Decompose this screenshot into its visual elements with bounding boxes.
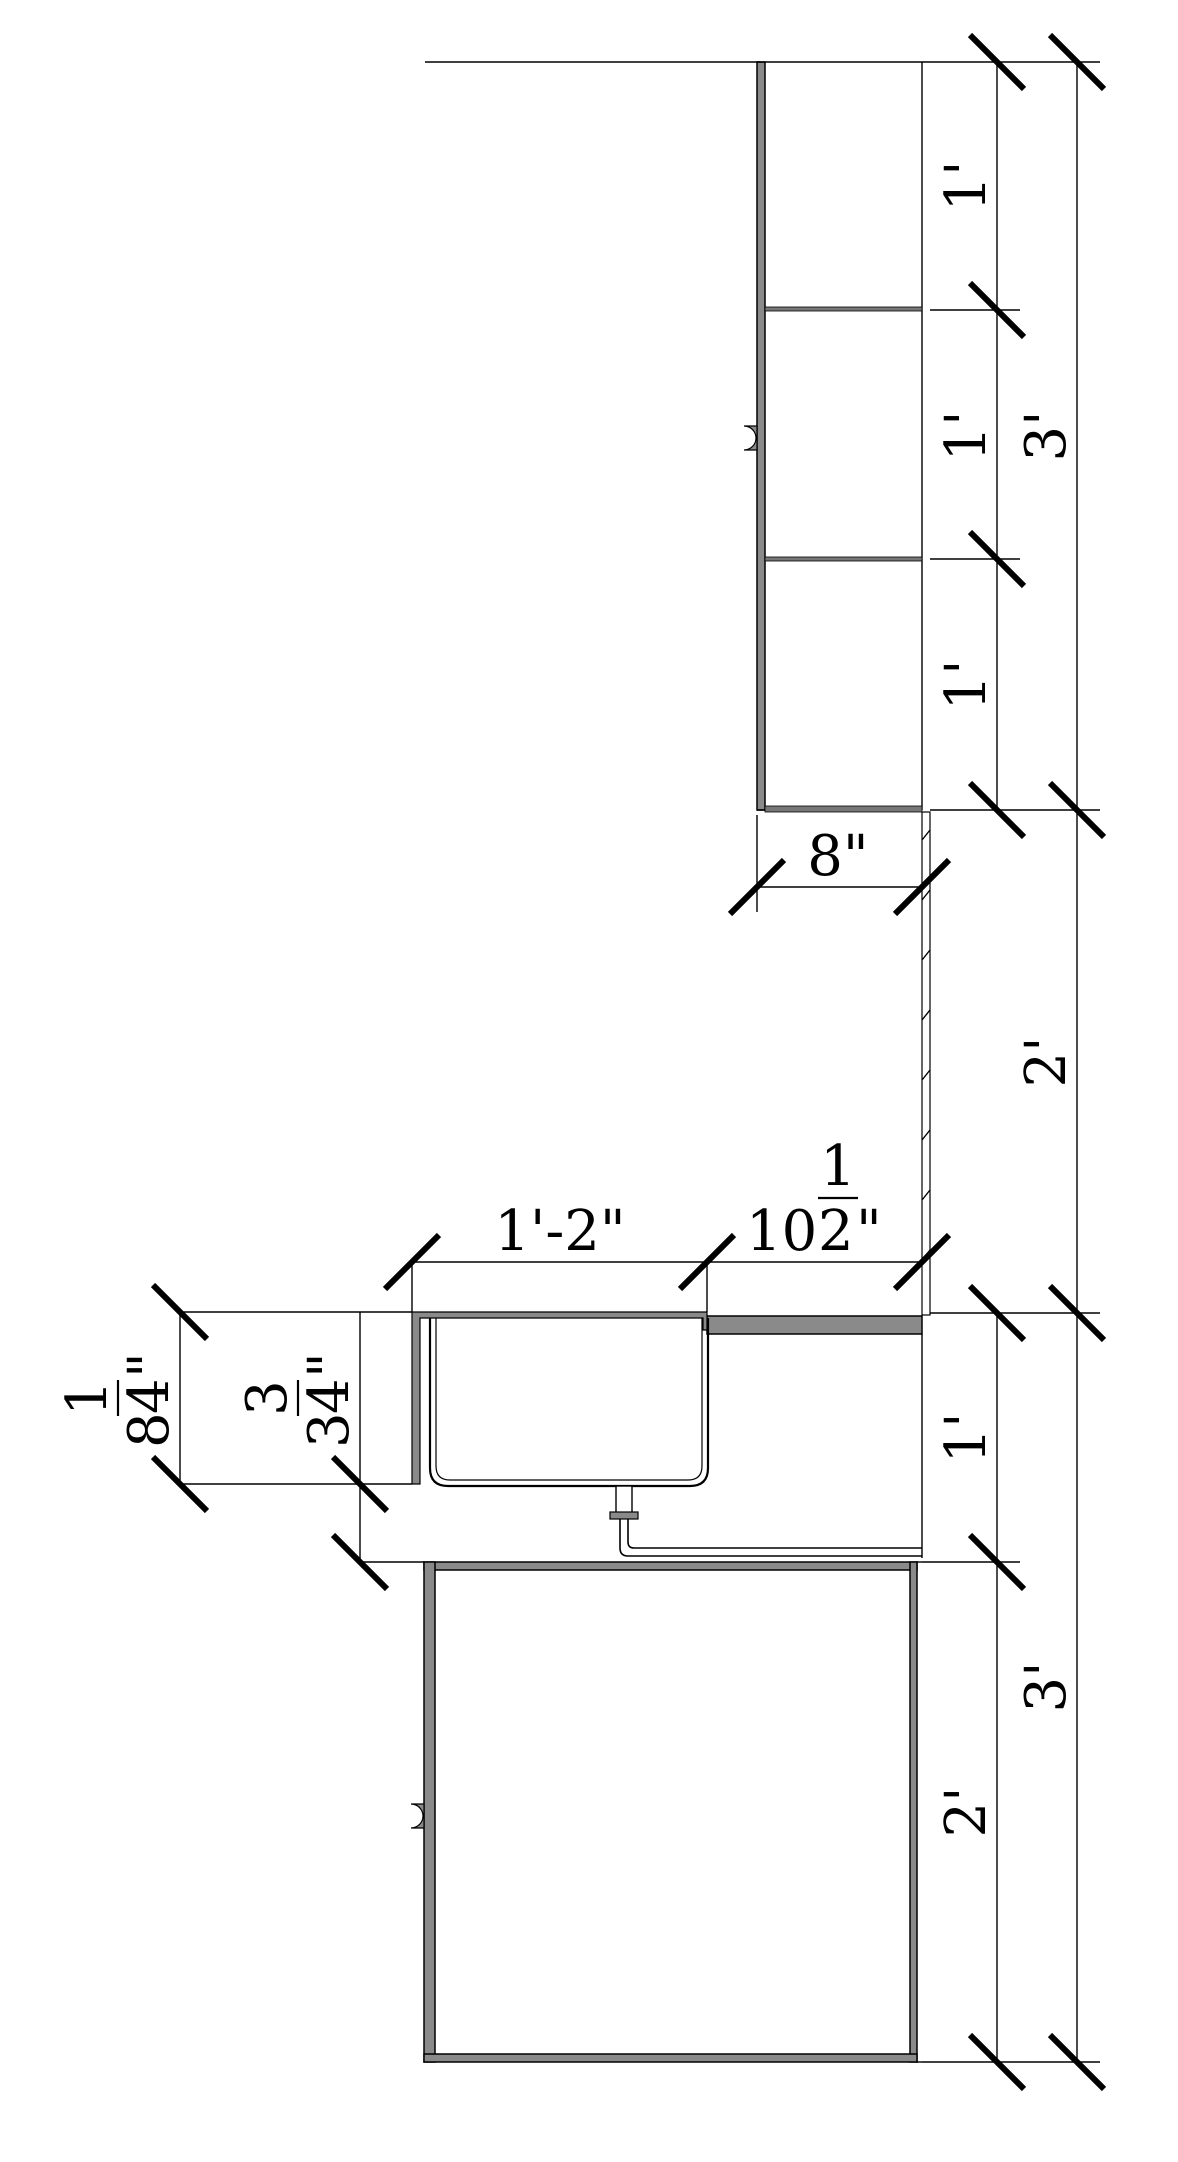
countertop-and-sink — [411, 1311, 923, 1558]
label-upper-shelf-bottom: 1' — [934, 659, 999, 710]
right-dimension-chains: 1' 1' 1' 3' 2' 1' 2' 3' — [922, 32, 1107, 2092]
drain-pipe-inner — [627, 1519, 922, 1549]
countertop-slab — [706, 1315, 923, 1335]
label-upper-shelf-middle: 1' — [934, 410, 999, 461]
label-base-total: 3' — [1014, 1661, 1079, 1712]
label-upper-depth: 8" — [807, 824, 868, 889]
base-cabinet-knob-icon — [410, 1803, 425, 1829]
upper-cabinet — [425, 61, 923, 813]
sink-basin-outer — [428, 1318, 710, 1488]
tick-outer-2 — [1047, 780, 1107, 840]
label-overhang-numerator: 1 — [820, 1134, 856, 1199]
countertop-lip — [411, 1311, 708, 1485]
backsplash-panel — [921, 811, 931, 1316]
label-sink-width: 1'-2" — [494, 1199, 625, 1264]
label-base-cabinet-height: 2' — [934, 1786, 999, 1837]
tick-outer-4 — [1047, 2032, 1107, 2092]
hatch-6 — [921, 1129, 931, 1141]
label-sink-depth-lower-numerator: 3 — [235, 1380, 300, 1416]
base-cabinet-back — [909, 1561, 918, 2063]
tick-left-3 — [330, 1454, 390, 1514]
hatch-4 — [921, 1009, 931, 1021]
tick-inner-5 — [967, 1283, 1027, 1343]
label-sink-depth-upper-whole: 8 — [117, 1412, 182, 1448]
tick-inner-1 — [967, 32, 1027, 92]
upper-shelf-1 — [764, 306, 923, 312]
tick-depth-right — [892, 857, 952, 917]
base-cabinet — [410, 1561, 922, 2063]
hatch-1 — [921, 829, 931, 841]
label-upper-shelf-top: 1' — [934, 160, 999, 211]
label-sink-depth-upper: 8 4 " 1 — [55, 1352, 182, 1448]
label-overhang-unit: " — [856, 1199, 882, 1264]
base-cabinet-floor — [423, 2053, 918, 2063]
sink-width-dimension: 1'-2" 1 10 2 " — [382, 1134, 952, 1312]
tick-inner-3 — [967, 529, 1027, 589]
tick-left-4 — [330, 1532, 390, 1592]
tick-inner-2 — [967, 280, 1027, 340]
label-sink-depth-upper-denominator: 4 — [117, 1378, 182, 1414]
label-sink-zone: 1' — [934, 1412, 999, 1463]
tick-left-1 — [150, 1282, 210, 1342]
label-sink-depth-lower-whole: 3 — [297, 1412, 362, 1448]
label-backsplash-height: 2' — [1014, 1036, 1079, 1087]
sink-basin-inner — [435, 1318, 703, 1481]
label-overhang-denominator: 2 — [818, 1199, 854, 1264]
drain-nut-icon — [609, 1511, 639, 1520]
tick-sink-left — [382, 1232, 442, 1292]
label-sink-depth-upper-unit: " — [117, 1352, 182, 1378]
upper-depth-dimension: 8" — [727, 815, 952, 917]
label-sink-depth-lower-unit: " — [297, 1352, 362, 1378]
tick-overhang-right — [892, 1232, 952, 1292]
tick-inner-6 — [967, 1532, 1027, 1592]
base-cabinet-door — [423, 1561, 436, 2063]
tick-inner-4 — [967, 780, 1027, 840]
upper-cabinet-door-panel — [756, 61, 766, 811]
upper-cabinet-floor — [764, 805, 923, 813]
label-sink-depth-lower: 3 4 " 3 — [235, 1352, 362, 1448]
label-sink-depth-lower-denominator: 4 — [297, 1378, 362, 1414]
label-sink-depth-upper-numerator: 1 — [55, 1380, 120, 1416]
hatch-5 — [921, 1069, 931, 1081]
hatch-3 — [921, 949, 931, 961]
base-cabinet-top — [423, 1561, 918, 1571]
sink-depth-dimensions: 8 4 " 1 3 4 " 3 — [55, 1282, 424, 1592]
tick-outer-3 — [1047, 1283, 1107, 1343]
tick-left-2 — [150, 1454, 210, 1514]
hatch-2 — [921, 889, 931, 901]
drain-pipe-outer — [619, 1519, 922, 1557]
label-upper-total: 3' — [1014, 410, 1079, 461]
tick-inner-7 — [967, 2032, 1027, 2092]
upper-cabinet-knob-icon — [743, 425, 758, 451]
tick-sink-right — [677, 1232, 737, 1292]
label-overhang-whole: 10 — [746, 1199, 817, 1264]
tick-depth-left — [727, 857, 787, 917]
upper-shelf-2 — [764, 556, 923, 562]
hatch-7 — [921, 1189, 931, 1201]
tick-outer-1 — [1047, 32, 1107, 92]
